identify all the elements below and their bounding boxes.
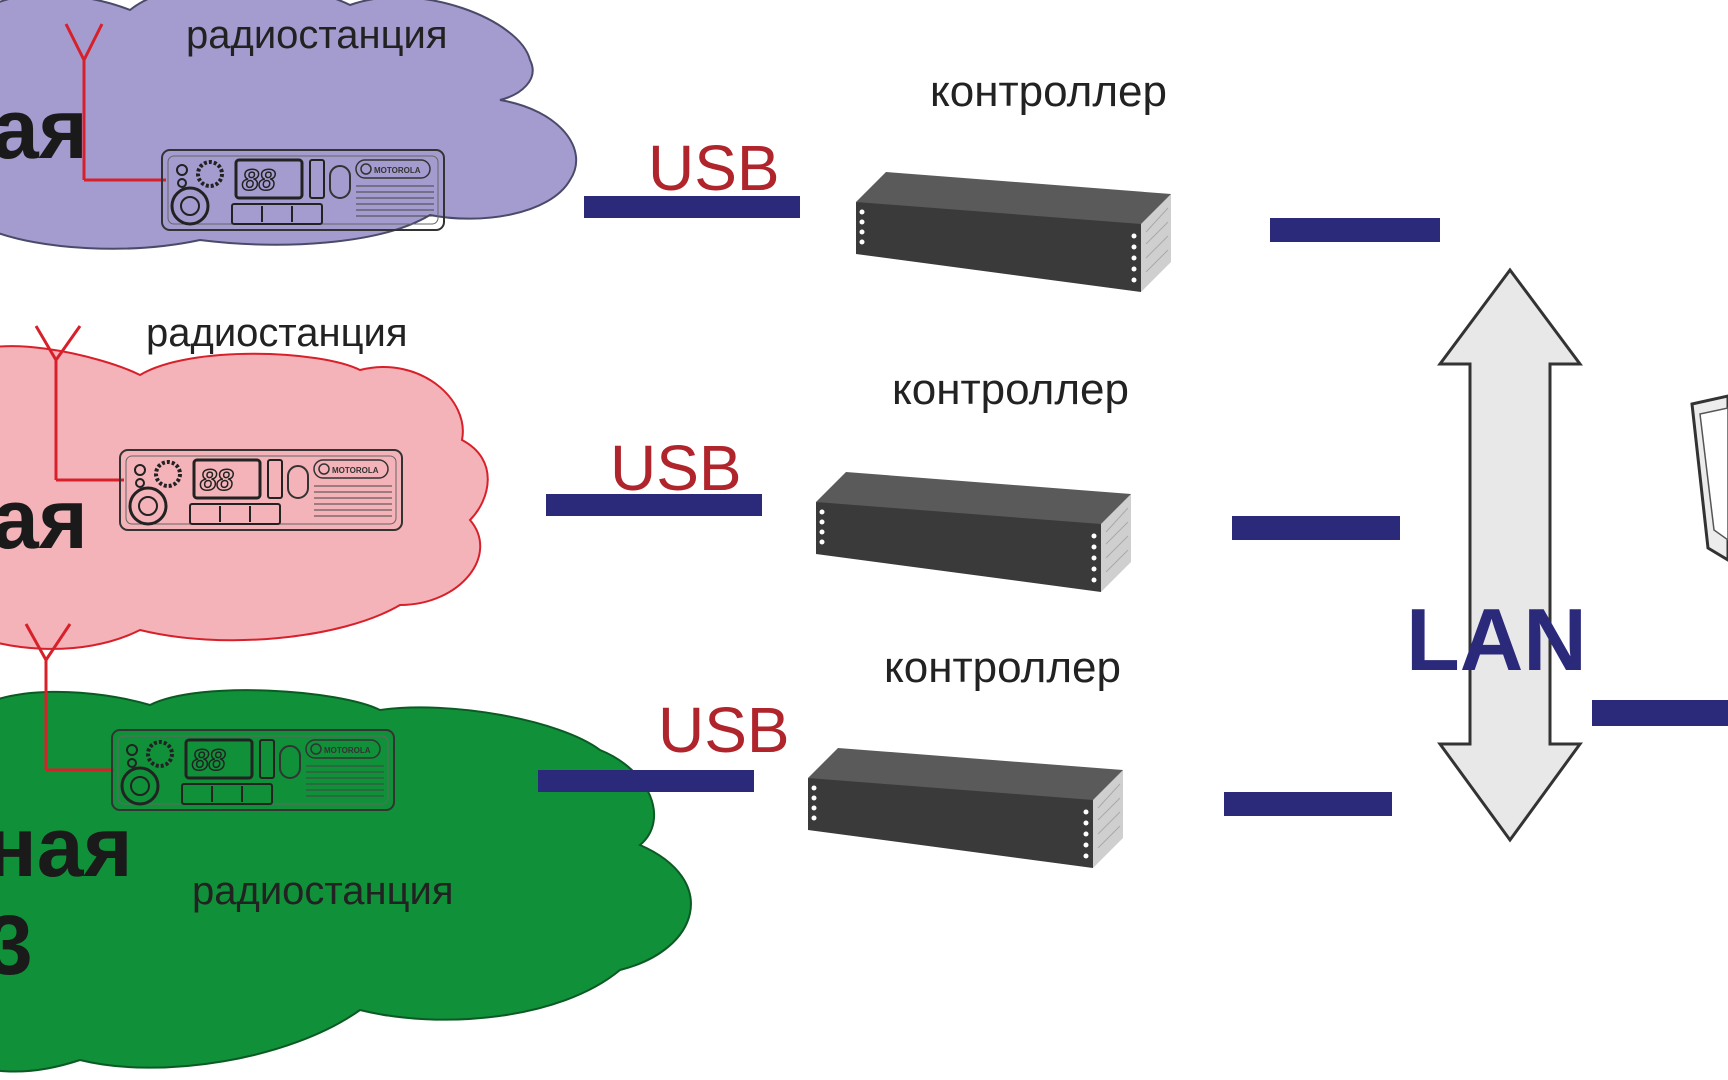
controller-label: контроллер: [930, 67, 1167, 116]
radio-unit: 88 MOTOROLA: [118, 448, 404, 532]
usb-label: USB: [610, 432, 742, 504]
controller-unit: [815, 471, 1132, 593]
zone-big-text-2: 3: [0, 898, 33, 992]
antenna-icon: [24, 623, 114, 772]
cloud-shape: [0, 0, 578, 250]
workstation-link-bar: [1592, 700, 1728, 726]
brand-logo: MOTOROLA: [332, 466, 379, 475]
controller-unit: [807, 747, 1124, 869]
usb-link-bar: [546, 494, 762, 516]
link-row-1: USB контроллер: [584, 67, 1440, 293]
zone-big-text: ая: [0, 472, 88, 566]
usb-label: USB: [648, 132, 780, 204]
brand-logo: MOTOROLA: [374, 166, 421, 175]
radio-label: радиостанция: [146, 311, 408, 355]
antenna-icon: [34, 325, 124, 482]
lan-link-bar: [1232, 516, 1400, 540]
antenna-icon: [64, 23, 166, 182]
svg-text:88: 88: [200, 464, 234, 497]
link-row-2: USB контроллер: [546, 365, 1400, 593]
lan-label: LAN: [1406, 590, 1587, 689]
radio-unit: 88 MOTOROLA: [160, 148, 446, 232]
lan-arrow-icon: [1437, 267, 1583, 843]
usb-label: USB: [658, 694, 790, 766]
radio-zone-3: ная 3 радиостанция 88 MOTOROLA: [0, 623, 692, 1073]
radio-zone-1: ая радиостанция 88 MOTOROLA: [0, 0, 578, 250]
radio-unit: 88 MOTOROLA: [110, 728, 396, 812]
svg-text:88: 88: [192, 744, 226, 777]
link-row-3: USB контроллер: [538, 643, 1392, 869]
controller-unit: [855, 171, 1172, 293]
brand-logo: MOTOROLA: [324, 746, 371, 755]
zone-big-text: ная: [0, 800, 132, 894]
lan-link-bar: [1224, 792, 1392, 816]
controller-label: контроллер: [884, 643, 1121, 692]
usb-link-bar: [584, 196, 800, 218]
zone-big-text: ая: [0, 82, 88, 176]
radio-zone-2: ая радиостанция 88 MOTOROLA: [0, 311, 489, 650]
radio-label: радиостанция: [192, 869, 454, 913]
lan-link-bar: [1270, 218, 1440, 242]
usb-link-bar: [538, 770, 754, 792]
monitor-icon: [1690, 394, 1728, 562]
cloud-shape: [0, 689, 692, 1073]
svg-text:88: 88: [242, 164, 276, 197]
controller-label: контроллер: [892, 365, 1129, 414]
radio-label: радиостанция: [186, 13, 448, 57]
